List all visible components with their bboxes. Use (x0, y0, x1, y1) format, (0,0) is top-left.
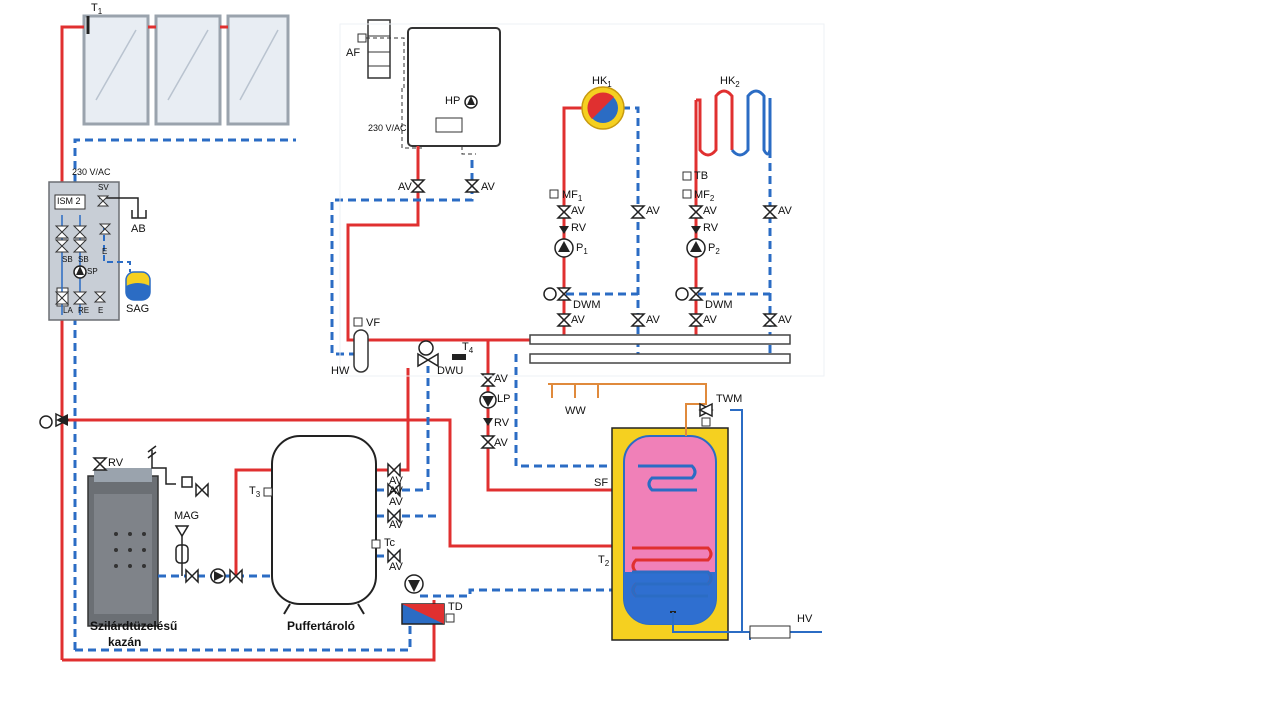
label-av-buf-2: AV (389, 496, 403, 508)
label-rv-c1: RV (571, 222, 587, 234)
label-hk2: HK2 (720, 75, 740, 90)
label-ab: AB (131, 223, 146, 235)
label-av-buf-5: AV (389, 561, 403, 573)
solar-station-expansion (93, 195, 147, 303)
check-valves (483, 226, 701, 426)
label-hw: HW (331, 365, 350, 377)
label-av-c2-d: AV (778, 314, 792, 326)
label-e-1: E (102, 247, 108, 256)
solar-expansion-vessel (125, 271, 151, 301)
buffer-tank (271, 435, 377, 615)
label-sv: SV (98, 183, 109, 192)
label-ism2: ISM 2 (57, 196, 81, 206)
label-ww: WW (565, 405, 586, 417)
label-boiler-name-2: kazán (108, 635, 142, 649)
label-la: LA (63, 306, 73, 315)
label-230v-ism: 230 V/AC (72, 167, 111, 177)
label-rv-lp: RV (494, 417, 510, 429)
dhw-piping (548, 383, 822, 640)
label-av-boiler-right: AV (481, 181, 495, 193)
label-hk1: HK1 (592, 75, 612, 90)
label-av-buf-3: AV (389, 519, 403, 531)
label-av-buf-4: AV (389, 485, 403, 497)
label-t3: T3 (249, 485, 261, 500)
heat-exchanger (401, 574, 445, 625)
label-av-c2-a: AV (703, 205, 717, 217)
label-sb-1: SB (62, 255, 73, 264)
label-rv-boiler: RV (108, 457, 124, 469)
label-av-c1-d: AV (646, 314, 660, 326)
label-vf: VF (366, 317, 381, 329)
label-e-2: E (98, 306, 104, 315)
label-av-boiler-left: AV (398, 181, 412, 193)
label-av-lp-a: AV (494, 373, 508, 385)
label-tb: TB (694, 170, 709, 182)
valve-symbols (92, 179, 778, 584)
sensor-boxes (263, 171, 711, 623)
label-mf1: MF1 (562, 189, 583, 204)
label-230v-boiler: 230 V/AC (368, 123, 407, 133)
hydraulic-separator (353, 317, 369, 373)
label-sp: SP (87, 267, 98, 276)
label-buffer-name: Puffertároló (287, 619, 356, 633)
label-p2: P2 (708, 242, 720, 257)
collector-piping (60, 16, 296, 660)
label-rv-c2: RV (703, 222, 719, 234)
label-hv: HV (797, 613, 813, 625)
label-t4: T4 (462, 341, 474, 356)
underfloor-coil (696, 89, 772, 157)
background-frame (339, 23, 825, 377)
label-twm: TWM (716, 393, 743, 405)
label-td: TD (448, 601, 463, 613)
label-t2: T2 (598, 554, 610, 569)
label-sf: SF (594, 477, 609, 489)
label-hp: HP (445, 95, 461, 107)
label-dwu: DWU (437, 365, 464, 377)
label-mf2: MF2 (694, 189, 715, 204)
label-af: AF (346, 47, 361, 59)
label-av-buf-1: AV (389, 475, 403, 487)
label-t1: T1 (91, 2, 103, 17)
mixing-valves-dwm (543, 287, 704, 301)
gas-boiler (401, 27, 501, 155)
radiator-hk1 (581, 86, 625, 130)
label-av-lp-b: AV (494, 437, 508, 449)
wood-boiler (87, 468, 159, 627)
label-av-c2-c: AV (703, 314, 717, 326)
solar-diverter-valve (39, 412, 70, 429)
label-av-c1-a: AV (571, 205, 585, 217)
label-dwm2: DWM (705, 299, 733, 311)
label-dwm1: DWM (573, 299, 601, 311)
label-boiler-name-1: Szilárdtüzelésű (90, 619, 178, 633)
label-sb-2: SB (78, 255, 89, 264)
label-lp: LP (497, 393, 511, 405)
outdoor-sensor (357, 19, 405, 88)
label-av-c1-b: AV (646, 205, 660, 217)
mixing-valve-dwu (417, 340, 466, 368)
pump-symbols (210, 238, 706, 584)
solar-collectors (82, 14, 290, 126)
label-av-c1-c: AV (571, 314, 585, 326)
label-re: RE (78, 306, 90, 315)
label-sag: SAG (126, 303, 150, 315)
manifold (529, 334, 791, 364)
label-tc: Tc (384, 537, 395, 549)
label-mag: MAG (174, 510, 200, 522)
dhw-tank (611, 427, 729, 641)
label-p1: P1 (576, 242, 588, 257)
boiler-safety-group (147, 445, 193, 576)
label-av-c2-b: AV (778, 205, 792, 217)
